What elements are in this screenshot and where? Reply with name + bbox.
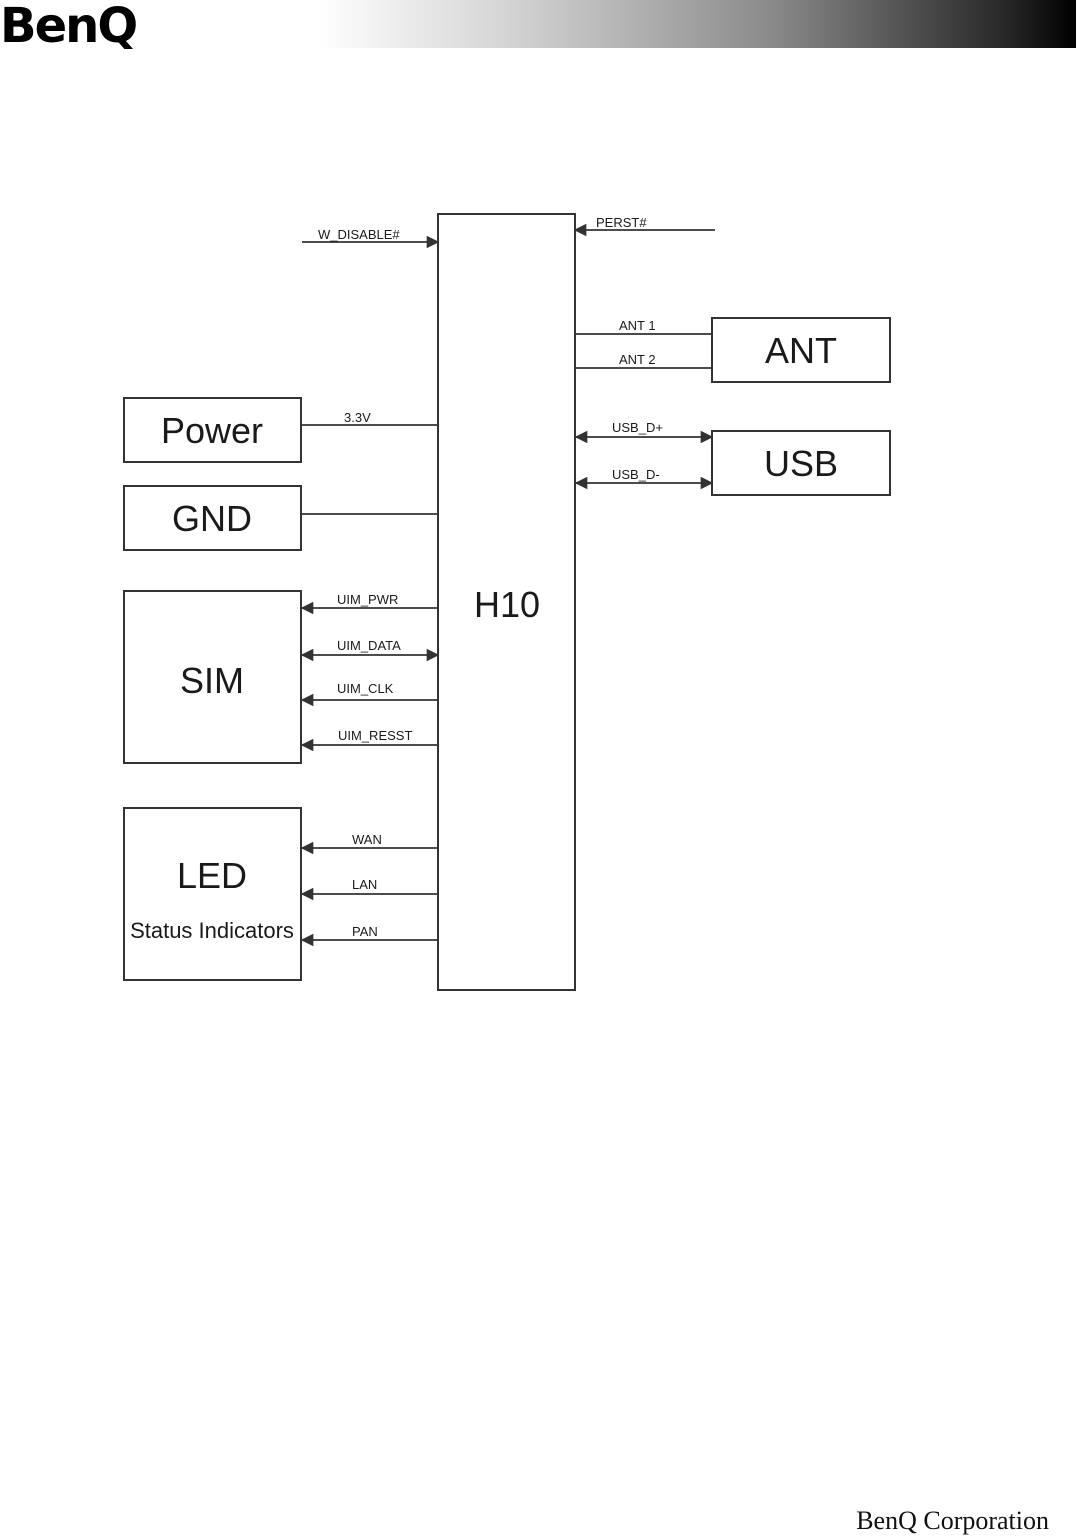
usb-dm-label: USB_D- xyxy=(612,467,660,482)
uim-clk-label: UIM_CLK xyxy=(337,681,394,696)
gnd-label: GND xyxy=(172,498,252,539)
uim-pwr-label: UIM_PWR xyxy=(337,592,398,607)
ant-label: ANT xyxy=(765,330,837,371)
ant2-label: ANT 2 xyxy=(619,352,656,367)
lan-label: LAN xyxy=(352,877,377,892)
power-label: Power xyxy=(161,410,263,451)
v33-label: 3.3V xyxy=(344,410,371,425)
h10-label: H10 xyxy=(474,584,540,625)
led-label: LED xyxy=(177,855,247,896)
usb-label: USB xyxy=(764,443,838,484)
perst-label: PERST# xyxy=(596,215,647,230)
ant1-label: ANT 1 xyxy=(619,318,656,333)
pan-label: PAN xyxy=(352,924,378,939)
usb-dp-label: USB_D+ xyxy=(612,420,663,435)
led-sublabel: Status Indicators xyxy=(130,918,294,943)
wan-label: WAN xyxy=(352,832,382,847)
uim-data-label: UIM_DATA xyxy=(337,638,401,653)
w-disable-label: W_DISABLE# xyxy=(318,227,400,242)
sim-label: SIM xyxy=(180,660,244,701)
footer-company: BenQ Corporation xyxy=(856,1506,1049,1536)
uim-resst-label: UIM_RESST xyxy=(338,728,412,743)
